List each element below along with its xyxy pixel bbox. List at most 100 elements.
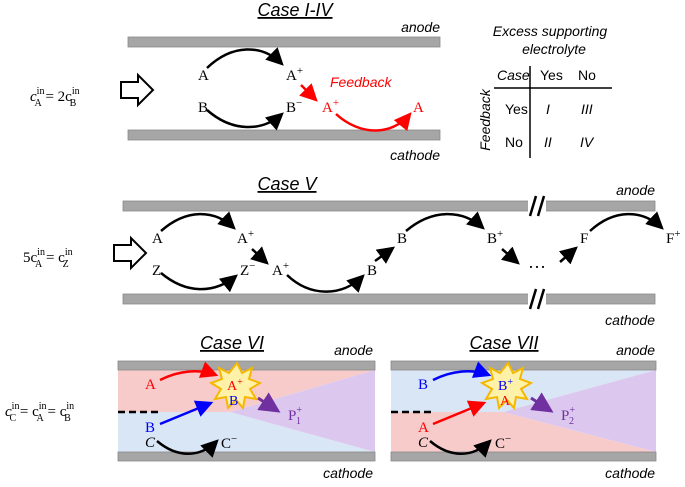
- species-z: Z: [152, 263, 161, 279]
- species-a: A: [152, 231, 163, 247]
- species-f: F: [580, 231, 588, 247]
- inlet-arrow: [113, 235, 148, 271]
- species-b-anode: B: [397, 231, 407, 247]
- species-a-plus: A+: [237, 228, 254, 247]
- species-a-plus-2: A+: [272, 260, 289, 279]
- table-case-label: Case: [497, 67, 530, 83]
- cathode-break-mark: [536, 288, 546, 310]
- panel-case-vi: Case VI anode cathode A B C C− A+ B P+1: [117, 333, 376, 481]
- f-transport-arrow: [558, 246, 578, 265]
- table-cell-ii: II: [544, 134, 552, 150]
- product-arrow: [530, 392, 554, 413]
- reaction-burst-icon: [208, 361, 263, 411]
- table-header-line1: Excess supporting: [493, 23, 608, 39]
- b-oxidation-arrow: [405, 211, 485, 232]
- species-f-plus: F+: [666, 228, 681, 247]
- anode-label: anode: [616, 342, 655, 358]
- anode-break-mark: [528, 195, 538, 217]
- case-v-title: Case V: [257, 174, 318, 194]
- c-reduction-arrow: [429, 439, 492, 458]
- b-to-star-arrow: [432, 361, 492, 382]
- product-p1-plus: P+1: [288, 405, 302, 427]
- band-purple: [503, 370, 656, 452]
- star-species-a-plus: A+: [227, 377, 243, 394]
- table-cell-i: I: [546, 101, 550, 117]
- b-transport-arrow: [374, 246, 396, 264]
- species-b: B: [198, 100, 208, 116]
- star-species-b: B: [229, 394, 238, 409]
- case-table: Excess supporting electrolyte Case Yes N…: [477, 23, 612, 158]
- anode-electrode: [122, 200, 656, 212]
- species-a: A: [145, 377, 156, 393]
- reaction-burst-icon: [479, 361, 534, 411]
- ellipsis: …: [528, 252, 546, 272]
- case-vii-title: Case VII: [469, 333, 538, 353]
- species-c: C: [145, 435, 156, 451]
- table-col-no: No: [578, 67, 596, 83]
- cathode-break-mark: [528, 288, 538, 310]
- cathode-label: cathode: [605, 312, 655, 328]
- case-i-iv-title: Case I-IV: [257, 0, 334, 20]
- b-to-star-arrow: [159, 400, 214, 426]
- species-a-regenerated: A: [413, 100, 424, 116]
- table-cell-iv: IV: [580, 134, 595, 150]
- feedback-reduction-arrow: [335, 112, 412, 132]
- z-reduction-arrow: [160, 272, 238, 293]
- panel-case-vii: Case VII anode cathode B A C C− B+ A P+2: [390, 333, 657, 481]
- b-plus-transport-arrow: [500, 246, 520, 265]
- species-z-minus: Z−: [240, 260, 255, 279]
- table-row-header: Feedback: [477, 88, 493, 150]
- band-blue: [391, 370, 503, 412]
- species-b-minus: B−: [286, 97, 302, 116]
- species-a: A: [418, 420, 429, 436]
- table-cell-iii: III: [581, 101, 593, 117]
- anode-label: anode: [401, 19, 440, 35]
- case-vi-title: Case VI: [200, 333, 264, 353]
- cathode-electrode: [117, 451, 376, 462]
- species-a-plus-feedback: A+: [322, 97, 339, 116]
- star-species-a: A: [500, 394, 511, 409]
- anode-electrode: [127, 36, 441, 48]
- anode-label: anode: [334, 342, 373, 358]
- species-b-plus: B+: [487, 228, 503, 247]
- species-c-minus: C−: [495, 433, 511, 452]
- product-p2-plus: P+2: [561, 405, 575, 427]
- anode-label: anode: [616, 182, 655, 198]
- species-a: A: [198, 68, 209, 84]
- inlet-arrow: [120, 72, 155, 108]
- feedback-label: Feedback: [330, 74, 392, 90]
- feedback-transport-arrow: [299, 83, 318, 102]
- cathode-label: cathode: [390, 147, 440, 163]
- table-row-yes: Yes: [505, 101, 528, 117]
- oxidation-arrow: [206, 47, 284, 69]
- a-to-star-arrow: [159, 361, 219, 382]
- a-plus-reduction-arrow: [286, 274, 365, 293]
- c-reduction-arrow: [156, 439, 219, 458]
- star-species-b-plus: B+: [498, 377, 513, 394]
- band-purple: [230, 370, 375, 452]
- band-red: [118, 370, 230, 412]
- product-arrow: [257, 392, 281, 413]
- species-b: B: [145, 420, 155, 436]
- f-oxidation-arrow: [589, 211, 664, 232]
- anode-break-mark: [536, 195, 546, 217]
- table-row-no: No: [505, 134, 523, 150]
- species-c-minus: C−: [221, 433, 237, 452]
- a-oxidation-arrow: [160, 211, 236, 232]
- cathode-electrode: [122, 293, 656, 305]
- reduction-arrow: [206, 109, 284, 131]
- table-col-yes: Yes: [540, 67, 563, 83]
- anode-electrode: [390, 360, 657, 371]
- a-plus-transport-arrow: [250, 246, 269, 265]
- species-b: B: [418, 377, 428, 393]
- anode-electrode: [117, 360, 376, 371]
- species-a-plus: A+: [286, 65, 303, 84]
- table-header-line2: electrolyte: [522, 41, 586, 57]
- cathode-label: cathode: [605, 465, 655, 481]
- species-b-cathode: B: [367, 263, 377, 279]
